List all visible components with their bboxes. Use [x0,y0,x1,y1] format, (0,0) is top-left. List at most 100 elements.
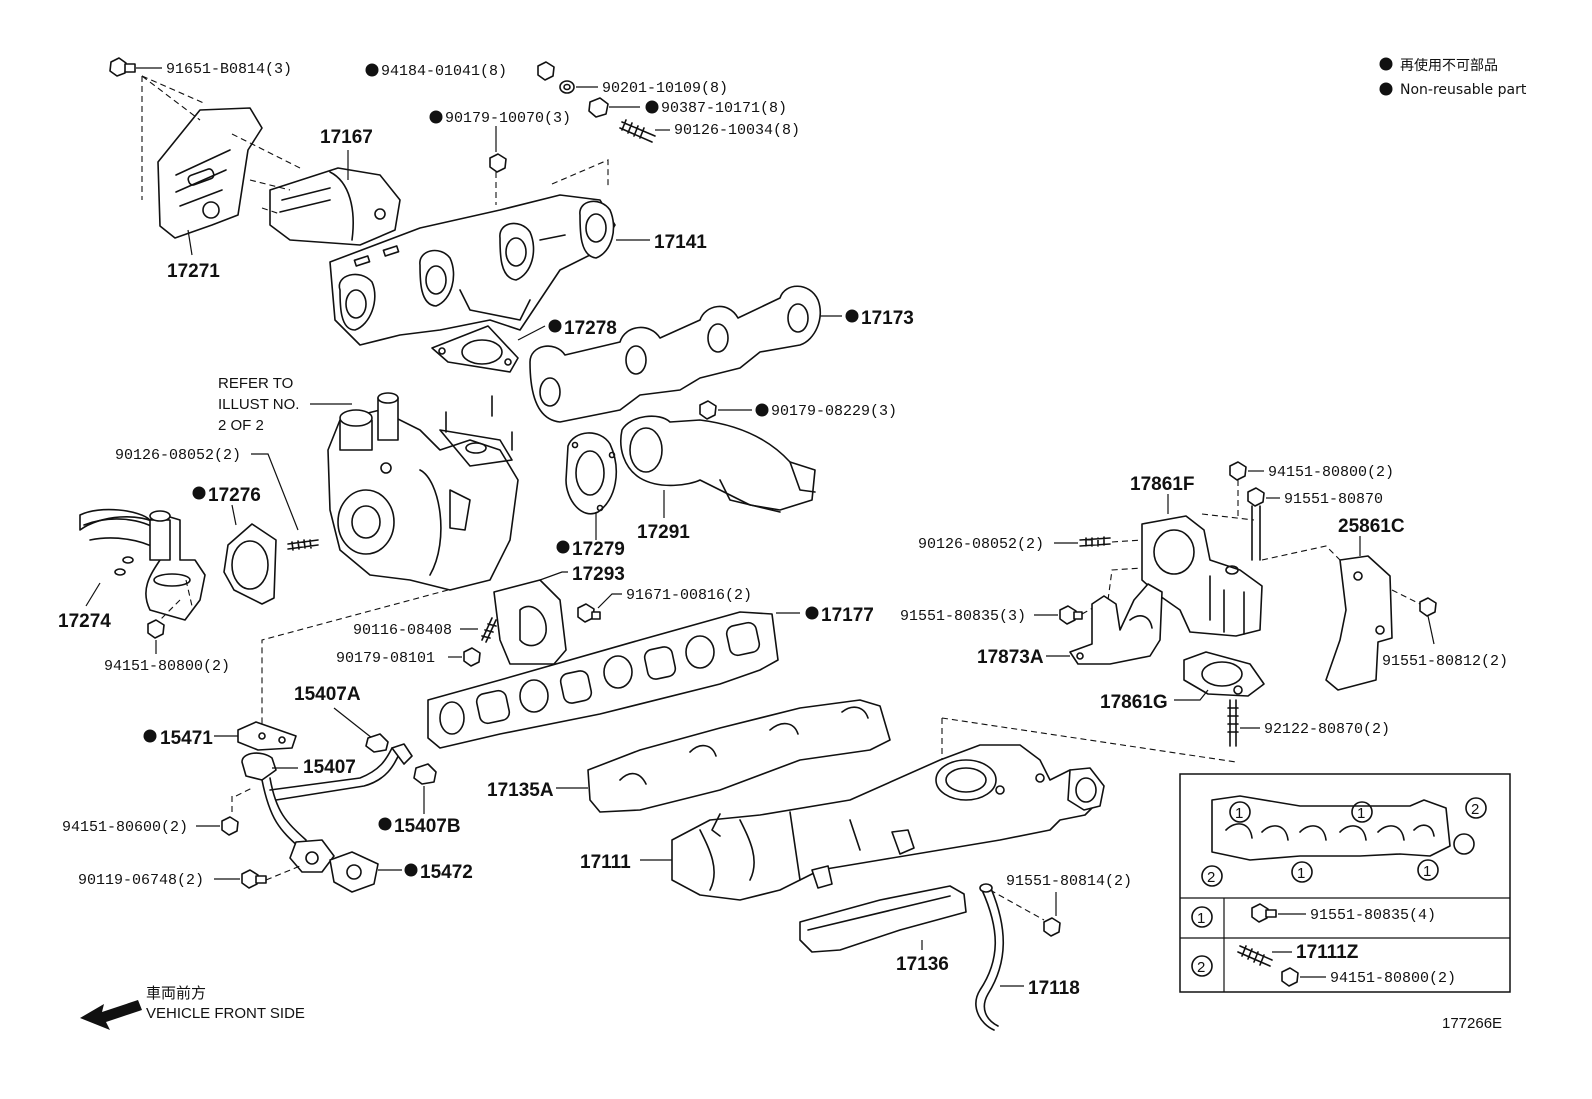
nut-90179-08229[interactable] [699,400,717,420]
label-90387-10171: 90387-10171(8) [661,100,787,117]
label-17274: 17274 [58,611,111,632]
inset-marker-1 [1229,801,1251,823]
heat-insulator-17271[interactable] [157,107,263,239]
inset-manifold-sketch [1211,795,1475,861]
leader [85,582,101,607]
legend-jp: 再使用不可部品 [1400,57,1498,74]
inset-marker-1 [1351,801,1373,823]
label-15407: 15407 [303,757,356,778]
leader [251,453,299,531]
non-reusable-marker-icon [1379,82,1393,96]
bolt-91551-80870[interactable] [1247,487,1265,561]
stud-92122-80870[interactable] [1227,699,1239,747]
label-17135A: 17135A [487,780,554,801]
label-17111: 17111 [580,852,631,873]
nut-94151-80600[interactable] [221,816,239,836]
leader [1174,689,1209,701]
manifold-cover-17136[interactable] [799,885,967,953]
inset-row1-num: 1 [1197,910,1205,927]
illustration-number: 177266E [1442,1015,1502,1032]
non-reusable-marker-icon [192,486,206,500]
label-90201-10109: 90201-10109(8) [602,80,728,97]
front-direction-indicator: 車両前方 VEHICLE FRONT SIDE [80,985,305,1030]
stud-90126-08052-a[interactable] [287,539,319,551]
nut-90387-10171[interactable] [588,97,609,118]
bolt-91551-80814[interactable] [1043,917,1061,937]
nut-90179-08101[interactable] [463,647,481,667]
inset-marker-1-text: 1 [1357,805,1365,822]
non-reusable-marker-icon [805,606,819,620]
dashed-guide [989,889,1045,921]
label-15407B: 15407B [394,816,461,837]
nut-94151-80800-inset[interactable] [1281,967,1299,987]
label-91551-80835-a: 91551-80835(3) [900,608,1026,625]
bolt-91551-80812[interactable] [1419,597,1437,617]
gasket-17276[interactable] [223,523,277,605]
label-94151-80800-b: 94151-80800(2) [1268,464,1394,481]
front-side-en: VEHICLE FRONT SIDE [146,1005,305,1022]
bolt-91551-80835-a[interactable] [1059,605,1083,625]
nut-94184-01041[interactable] [537,61,555,81]
intake-manifold-17111[interactable] [671,744,1105,901]
label-17293: 17293 [572,564,625,585]
stud-90126-08052-b[interactable] [1079,536,1111,547]
gasket-17861G[interactable] [1183,651,1265,697]
nut-94151-80800-b[interactable] [1229,461,1247,481]
inset-marker-1-text: 1 [1423,863,1431,880]
bolt-91651-B0814[interactable] [109,57,136,77]
bracket-25861C[interactable] [1325,555,1393,691]
label-17177: 17177 [821,605,874,626]
nut-94151-80800-a[interactable] [147,619,165,639]
exhaust-pipe-17291[interactable] [620,415,816,513]
nut-90179-10070[interactable] [489,153,507,173]
gasket-17279[interactable] [565,432,618,515]
exhaust-manifold-17141[interactable] [329,194,616,346]
bracket-17293[interactable] [493,579,567,665]
bolt-91551-80835-inset[interactable] [1251,903,1277,923]
turbocharger-assembly[interactable] [327,392,519,591]
washer-90201-10109[interactable] [559,80,575,94]
label-17278: 17278 [564,318,617,339]
non-reusable-marker-icon [429,110,443,124]
leader [597,593,622,609]
leader [333,707,373,739]
stud-90116-08408[interactable] [481,617,497,643]
egr-pipe-15407[interactable] [241,743,413,873]
label-91651-B0814: 91651-B0814(3) [166,61,292,78]
inset-marker-1-text: 1 [1297,865,1305,882]
gasket-17278[interactable] [431,325,519,373]
inset-row1-part: 91551-80835(4) [1310,907,1436,924]
heat-insulator-17167[interactable] [269,167,401,246]
non-reusable-marker-icon [845,309,859,323]
label-94184-01041: 94184-01041(8) [381,63,507,80]
inset-marker-1 [1417,859,1439,881]
gasket-15471[interactable] [237,721,297,751]
pipe-17118[interactable] [975,883,1005,1031]
label-94151-80800-a: 94151-80800(2) [104,658,230,675]
label-90126-08052-b: 90126-08052(2) [918,536,1044,553]
union-15407A[interactable] [365,733,389,753]
gasket-17173[interactable] [529,285,822,423]
union-15407B[interactable] [413,763,437,785]
inset-row2-num: 2 [1197,959,1205,976]
bolt-91671-00816[interactable] [577,603,601,623]
bracket-17873A[interactable] [1069,583,1163,665]
label-15472: 15472 [420,862,473,883]
elbow-pipe-17274[interactable] [79,508,206,621]
leader [1427,615,1435,645]
label-17271: 17271 [167,261,220,282]
non-reusable-marker-icon [755,403,769,417]
leader [231,504,237,526]
inset-row2-part-b: 94151-80800(2) [1330,970,1456,987]
gasket-15472[interactable] [329,851,379,893]
bolt-90119-06748[interactable] [241,869,267,889]
dashed-guide [265,865,301,881]
inset-marker-1 [1291,861,1313,883]
manifold-cover-17135A[interactable] [587,699,891,813]
dashed-guide [1261,545,1341,561]
stud-17111Z[interactable] [1237,945,1273,967]
stud-90126-10034[interactable] [619,119,656,143]
dashed-guide [1391,589,1421,605]
label-91671-00816: 91671-00816(2) [626,587,752,604]
gasket-17177[interactable] [427,611,779,749]
